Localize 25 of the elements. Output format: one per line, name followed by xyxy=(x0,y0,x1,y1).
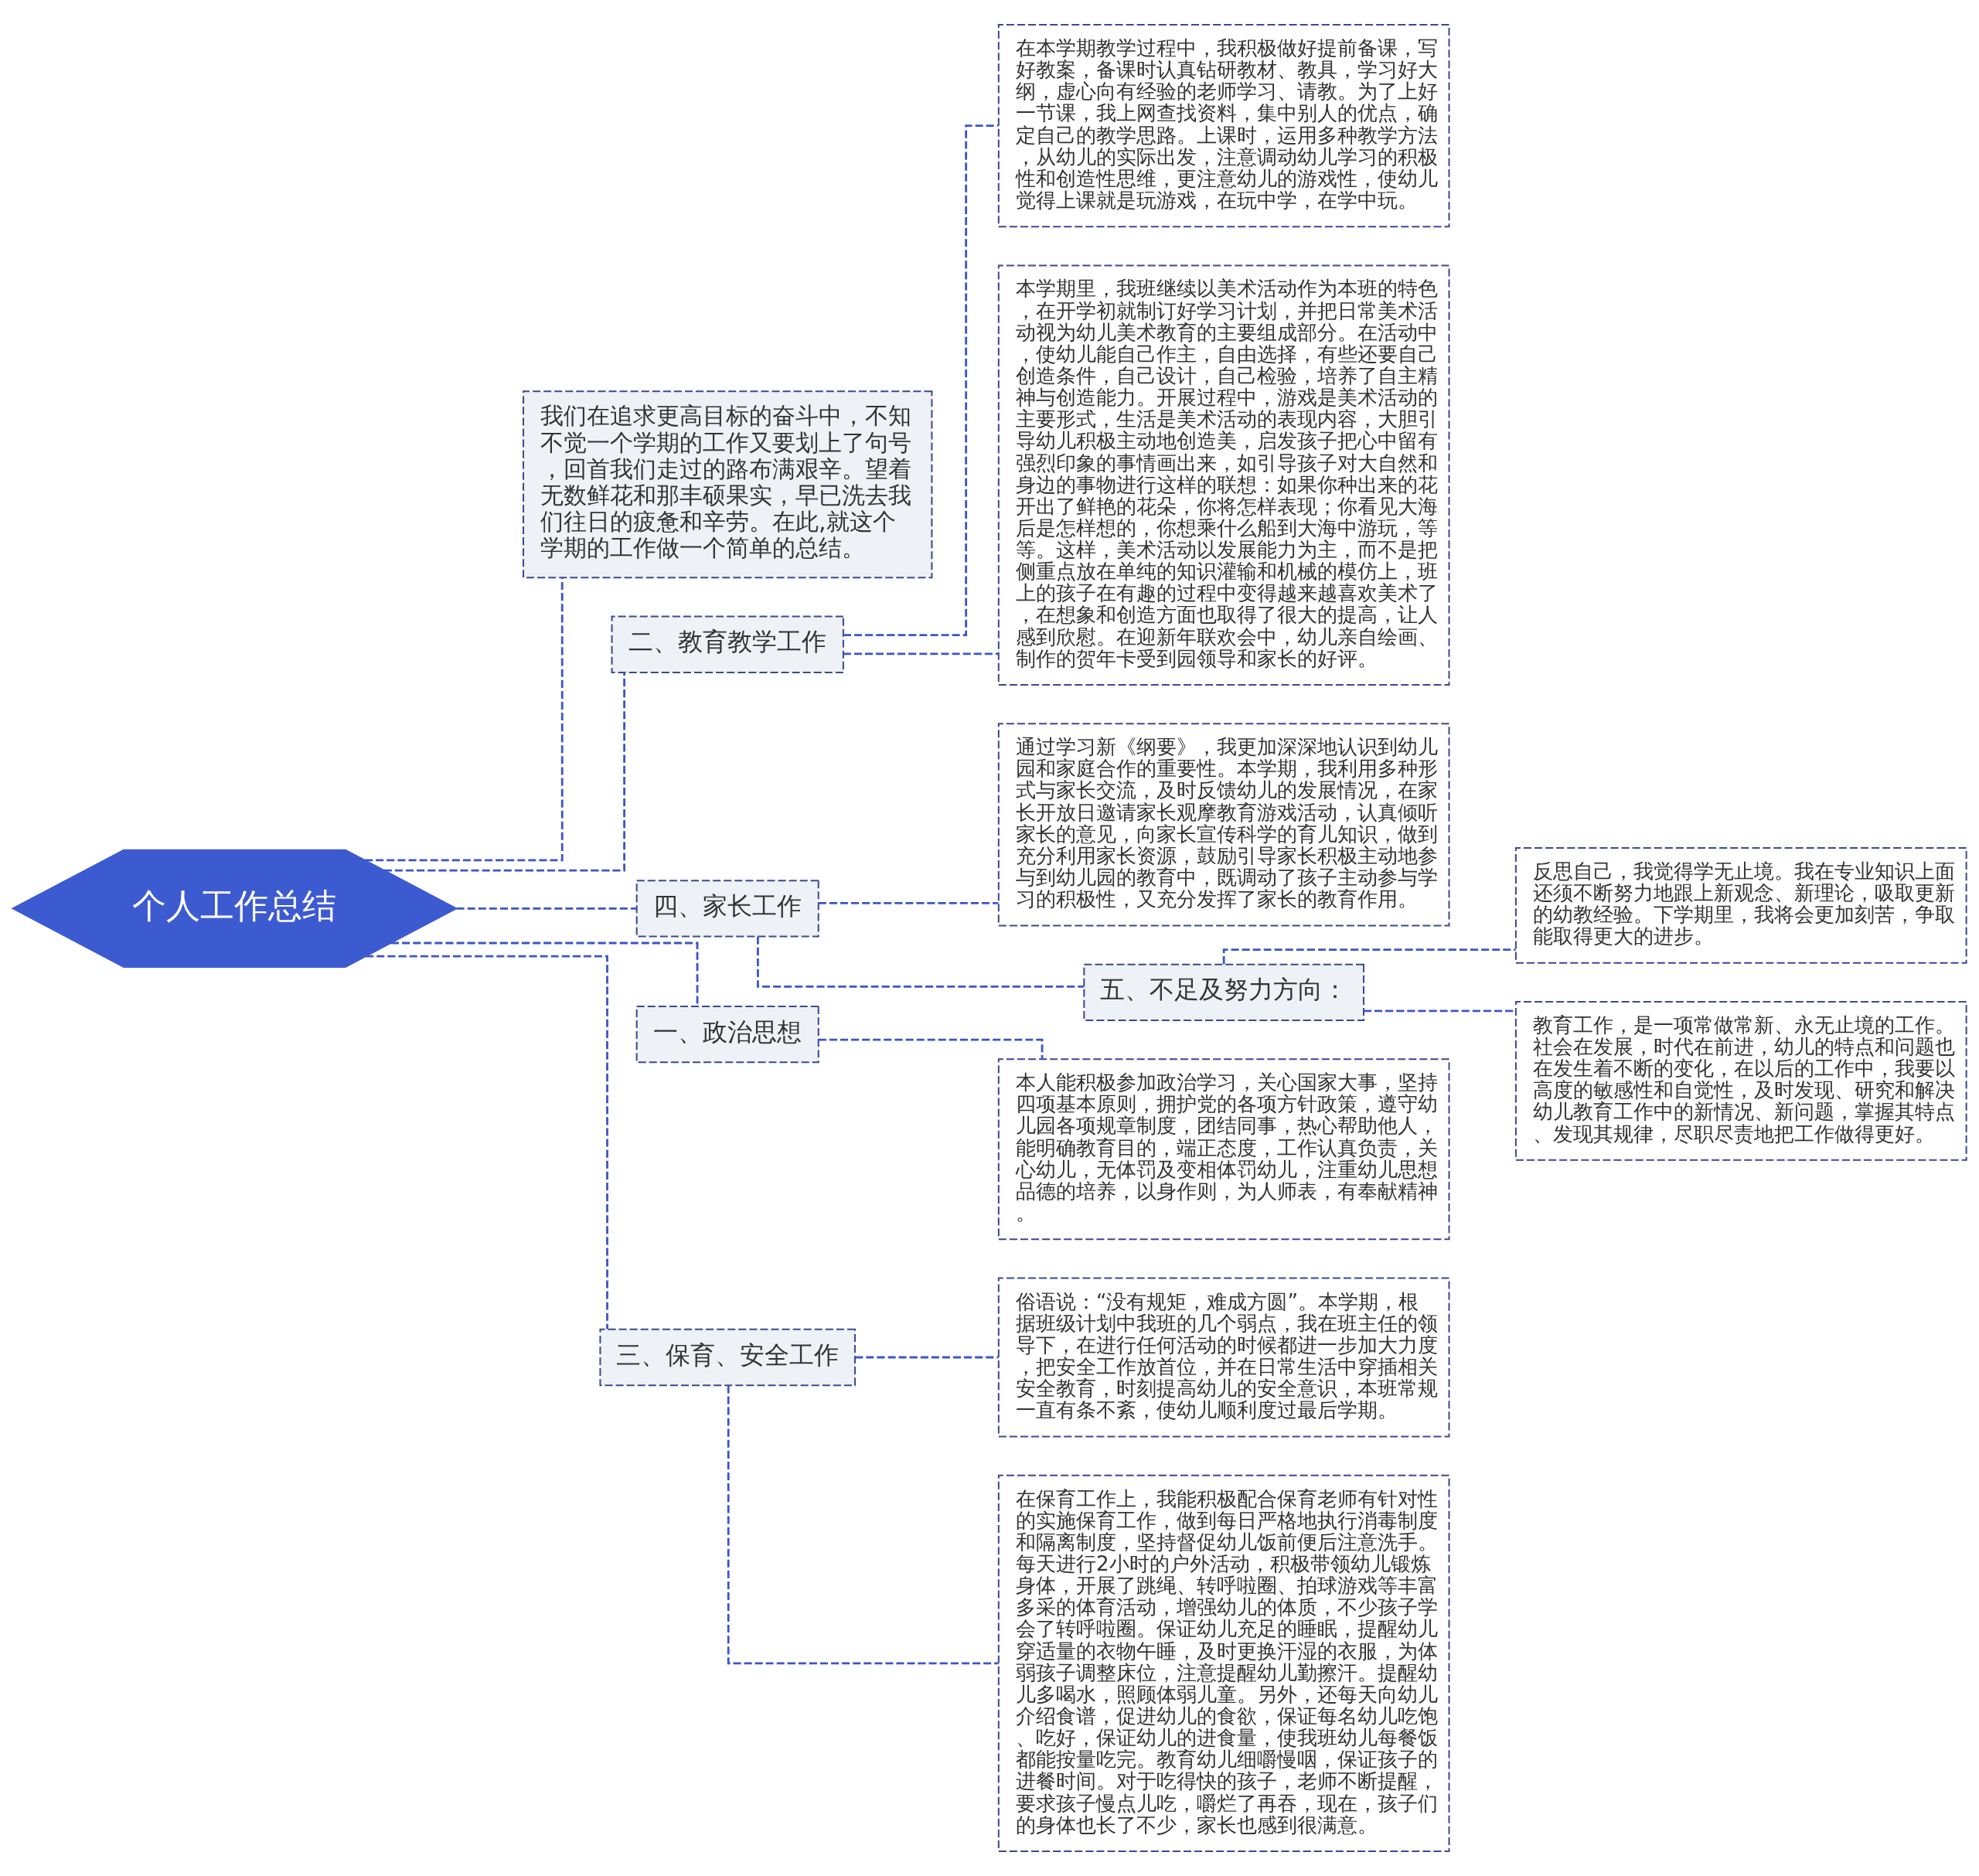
connector xyxy=(366,955,608,1330)
connector xyxy=(383,672,625,872)
node-box: 俗语说：“没有规矩，难成方圆”。本学期，根据班级计划中我班的几个弱点，我在班主任的领导下，在进行任何活动的时候都进一步加大力度，把安全工作放首位，并在日常生活中穿插相关安全教育，时刻提高幼儿的安全意识，本班常规一直有条不紊，使幼儿顺利度过最后学期。 xyxy=(997,1277,1450,1438)
connector xyxy=(843,652,999,655)
node-box: 本学期里，我班继续以美术活动作为本班的特色，在开学初就制订好学习计划，并把日常美术活动视为幼儿美术教育的主要组成部分。在活动中，使幼儿能自己作主，自由选择，有些还要自己创造条件，自己设计，自己检验，培养了自主精神与创造能力。开展过程中，游戏是美术活动的主要形式，生活是美术活动的表现内容，大胆引导幼儿积极主动地创造美，启发孩子把心中留有强烈印象的事情画出来，如引导孩子对大自然和身边的事物进行这样的联想：如果你种出来的花开出了鲜艳的花朵，你将怎样表现；你看见大海后是怎样想的，你想乘什么船到大海中游玩，等等。这样，美术活动以发展能力为主，而不是把侧重点放在单纯的知识灌输和机械的模仿上，班上的孩子在有趣的过程中变得越来越喜欢美术了，在想象和创造方面也取得了很大的提高，让人感到欣慰。在迎新年联欢会中，幼儿亲自绘画、制作的贺年卡受到园领导和家长的好评。 xyxy=(997,264,1450,686)
node-box: 本人能积极参加政治学习，关心国家大事，坚持四项基本原则，拥护党的各项方针政策，遵守幼儿园各项规章制度，团结同事，热心帮助他人，能明确教育目的，端正态度，工作认真负责，关心幼儿，无体罚及变相体罚幼儿，注重幼儿思想品德的培养，以身作则，为人师表，有奉献精神。 xyxy=(997,1058,1450,1241)
node-box: 在保育工作上，我能积极配合保育老师有针对性的实施保育工作，做到每日严格地执行消毒制度和隔离制度，坚持督促幼儿饭前便后注意洗手。每天进行2小时的户外活动，积极带领幼儿锻炼身体，开展了跳绳、转呼啦圈、拍球游戏等丰富多采的体育活动，增强幼儿的体质，不少孩子学会了转呼啦圈。保证幼儿充足的睡眠，提醒幼儿穿适量的衣物午睡，及时更换汗湿的衣服，为体弱孩子调整床位，注意提醒幼儿勤擦汗。提醒幼儿多喝水，照顾体弱儿童。另外，还每天向幼儿介绍食谱，促进幼儿的食欲，保证每名幼儿吃饱、吃好，保证幼儿的进食量，使我班幼儿每餐饭都能按量吃完。教育幼儿细嚼慢咽，保证孩子的进餐时间。对于吃得快的孩子，老师不断提醒，要求孩子慢点儿吃，嚼烂了再吞，现在，孩子们的身体也长了不少，家长也感到很满意。 xyxy=(997,1474,1450,1852)
connector xyxy=(1222,948,1516,965)
node-box: 五、不足及努力方向： xyxy=(1083,963,1364,1021)
connector xyxy=(456,907,637,910)
node-box: 我们在追求更高目标的奋斗中，不知不觉一个学期的工作又要划上了句号，回首我们走过的路布满艰辛。望着无数鲜花和那丰硕果实，早已洗去我们往日的疲惫和辛劳。在此,就这个学期的工作做一个简单的总结。 xyxy=(522,390,933,579)
node-box: 教育工作，是一项常做常新、永无止境的工作。社会在发展，时代在前进，幼儿的特点和问题也在发生着不断的变化，在以后的工作中，我要以高度的敏感性和自觉性，及时发现、研究和解决幼儿教育工作中的新情况、新问题，掌握其特点、发现其规律，尽职尽责地把工作做得更好。 xyxy=(1514,1000,1967,1161)
connector xyxy=(365,577,564,862)
connector xyxy=(855,1356,999,1359)
node-box: 反思自己，我觉得学无止境。我在专业知识上面还须不断努力地跟上新观念、新理论，吸取更新的幼教经验。下学期里，我将会更加刻苦，争取能取得更大的进步。 xyxy=(1514,846,1967,964)
connector xyxy=(843,124,999,637)
connector xyxy=(727,1385,999,1665)
node-box: 三、保育、安全工作 xyxy=(599,1328,856,1387)
node-box: 一、政治思想 xyxy=(635,1005,819,1064)
node-box: 通过学习新《纲要》，我更加深深地认识到幼儿园和家庭合作的重要性。本学期，我利用多种形式与家长交流，及时反馈幼儿的发展情况，在家长开放日邀请家长观摩教育游戏活动，认真倾听家长的意见，向家长宣传科学的育儿知识，做到充分利用家长资源，鼓励引导家长积极主动地参与到幼儿园的教育中，既调动了孩子主动参与学习的积极性，又充分发挥了家长的教育作用。 xyxy=(997,723,1450,927)
connector xyxy=(756,936,1085,988)
node-box: 二、教育教学工作 xyxy=(611,615,844,673)
node-box: 在本学期教学过程中，我积极做好提前备课，写好教案，备课时认真钻研教材、教具，学习好大纲，虚心向有经验的老师学习、请教。为了上好一节课，我上网查找资料，集中别人的优点，确定自己的教学思路。上课时，运用多种教学方法，从幼儿的实际出发，注意调动幼儿学习的积极性和创造性思维，更注意幼儿的游戏性，使幼儿觉得上课就是玩游戏，在玩中学，在学中玩。 xyxy=(997,24,1450,228)
connector xyxy=(818,901,999,904)
node-box: 四、家长工作 xyxy=(635,880,819,938)
